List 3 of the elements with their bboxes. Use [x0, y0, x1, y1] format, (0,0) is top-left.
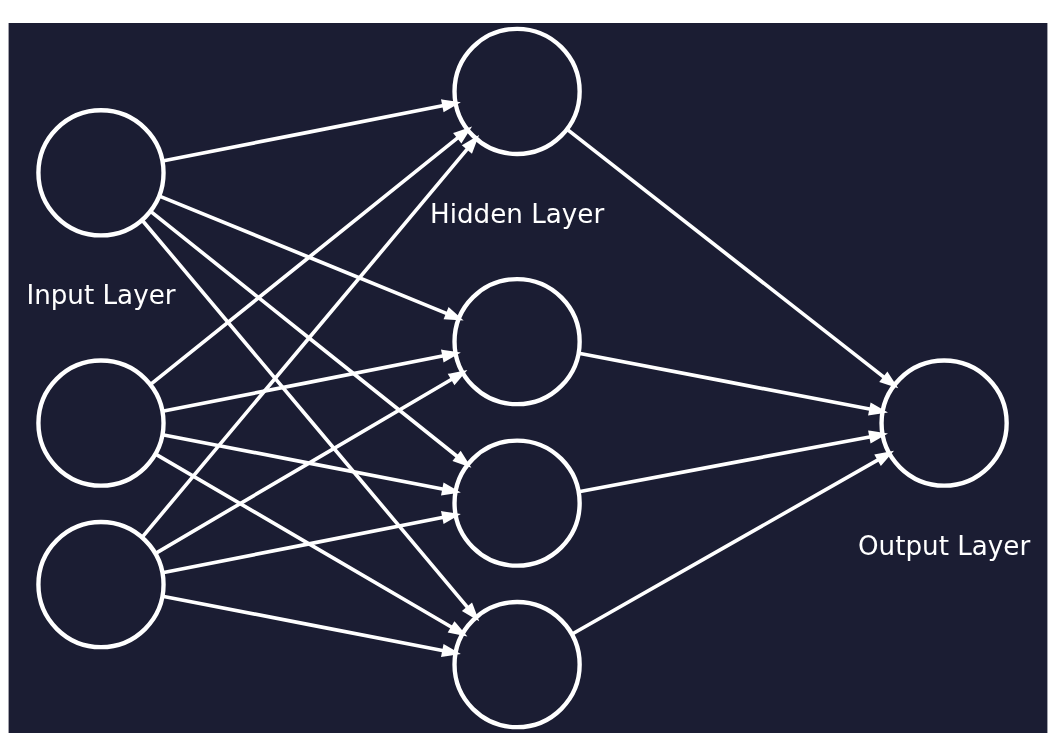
label: Output Layer — [858, 530, 1031, 561]
label: Input Layer — [26, 279, 176, 310]
label: Hidden Layer — [430, 198, 605, 229]
